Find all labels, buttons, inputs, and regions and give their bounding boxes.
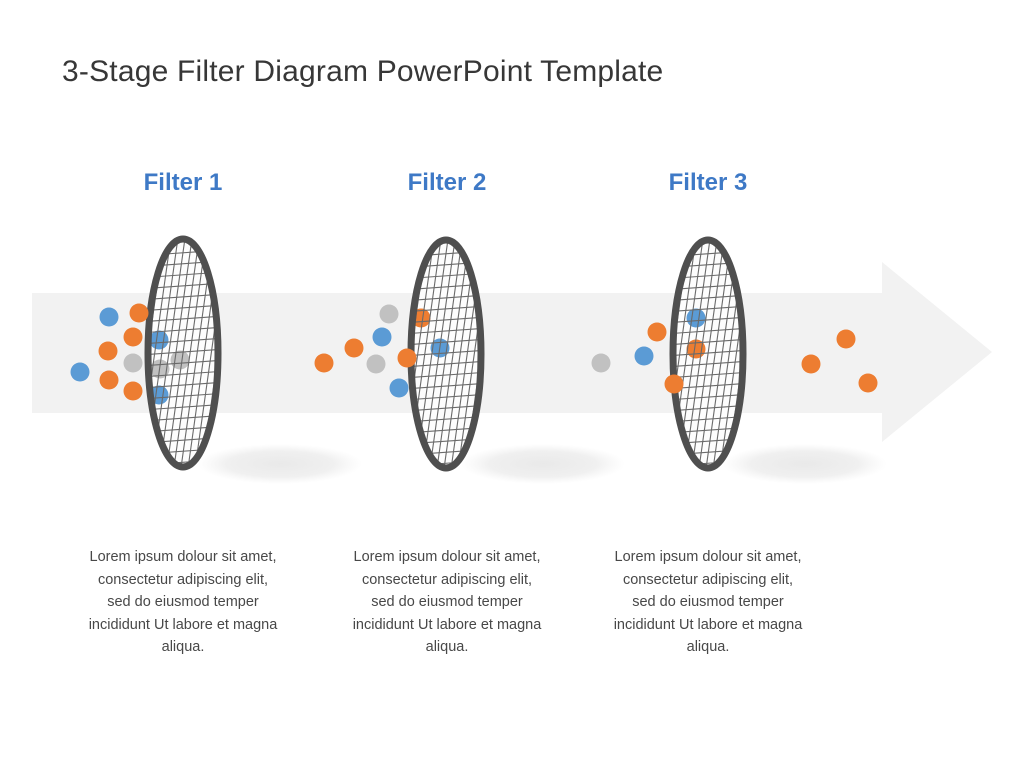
particle-orange <box>99 370 119 390</box>
particle-blue <box>389 378 409 398</box>
particle-gray <box>123 353 143 373</box>
filter-frame-3 <box>669 236 747 472</box>
filter-3-description: Lorem ipsum dolour sit amet, consectetur… <box>613 549 803 655</box>
particle-gray <box>379 304 399 324</box>
filter-1-label: Filter 1 <box>143 169 223 196</box>
particle-orange <box>129 303 149 323</box>
particle-gray <box>170 350 190 370</box>
particle-orange <box>123 381 143 401</box>
particle-orange <box>858 373 878 393</box>
particle-orange <box>314 353 334 373</box>
filter-shadow-3 <box>723 444 887 484</box>
particle-blue <box>686 308 706 328</box>
particle-blue <box>70 362 90 382</box>
particle-orange <box>801 354 821 374</box>
particle-orange <box>836 329 856 349</box>
particle-blue <box>99 307 119 327</box>
filter-3-label: Filter 3 <box>668 169 748 196</box>
filter-shadow-2 <box>461 444 625 484</box>
particle-orange <box>664 374 684 394</box>
page-title: 3-Stage Filter Diagram PowerPoint Templa… <box>62 55 664 88</box>
particle-blue <box>149 330 169 350</box>
filter-shadow-1 <box>198 444 362 484</box>
particle-gray <box>366 354 386 374</box>
filter-2-description: Lorem ipsum dolour sit amet, consectetur… <box>352 549 542 655</box>
particle-blue <box>372 327 392 347</box>
flow-arrow <box>32 262 992 442</box>
particle-gray <box>591 353 611 373</box>
particle-orange <box>123 327 143 347</box>
filter-2-label: Filter 2 <box>407 169 487 196</box>
particle-orange <box>397 348 417 368</box>
particle-orange <box>647 322 667 342</box>
particle-blue <box>634 346 654 366</box>
filter-frame-1 <box>144 235 222 471</box>
particle-orange <box>98 341 118 361</box>
filter-1-description: Lorem ipsum dolour sit amet, consectetur… <box>88 549 278 655</box>
particle-orange <box>344 338 364 358</box>
